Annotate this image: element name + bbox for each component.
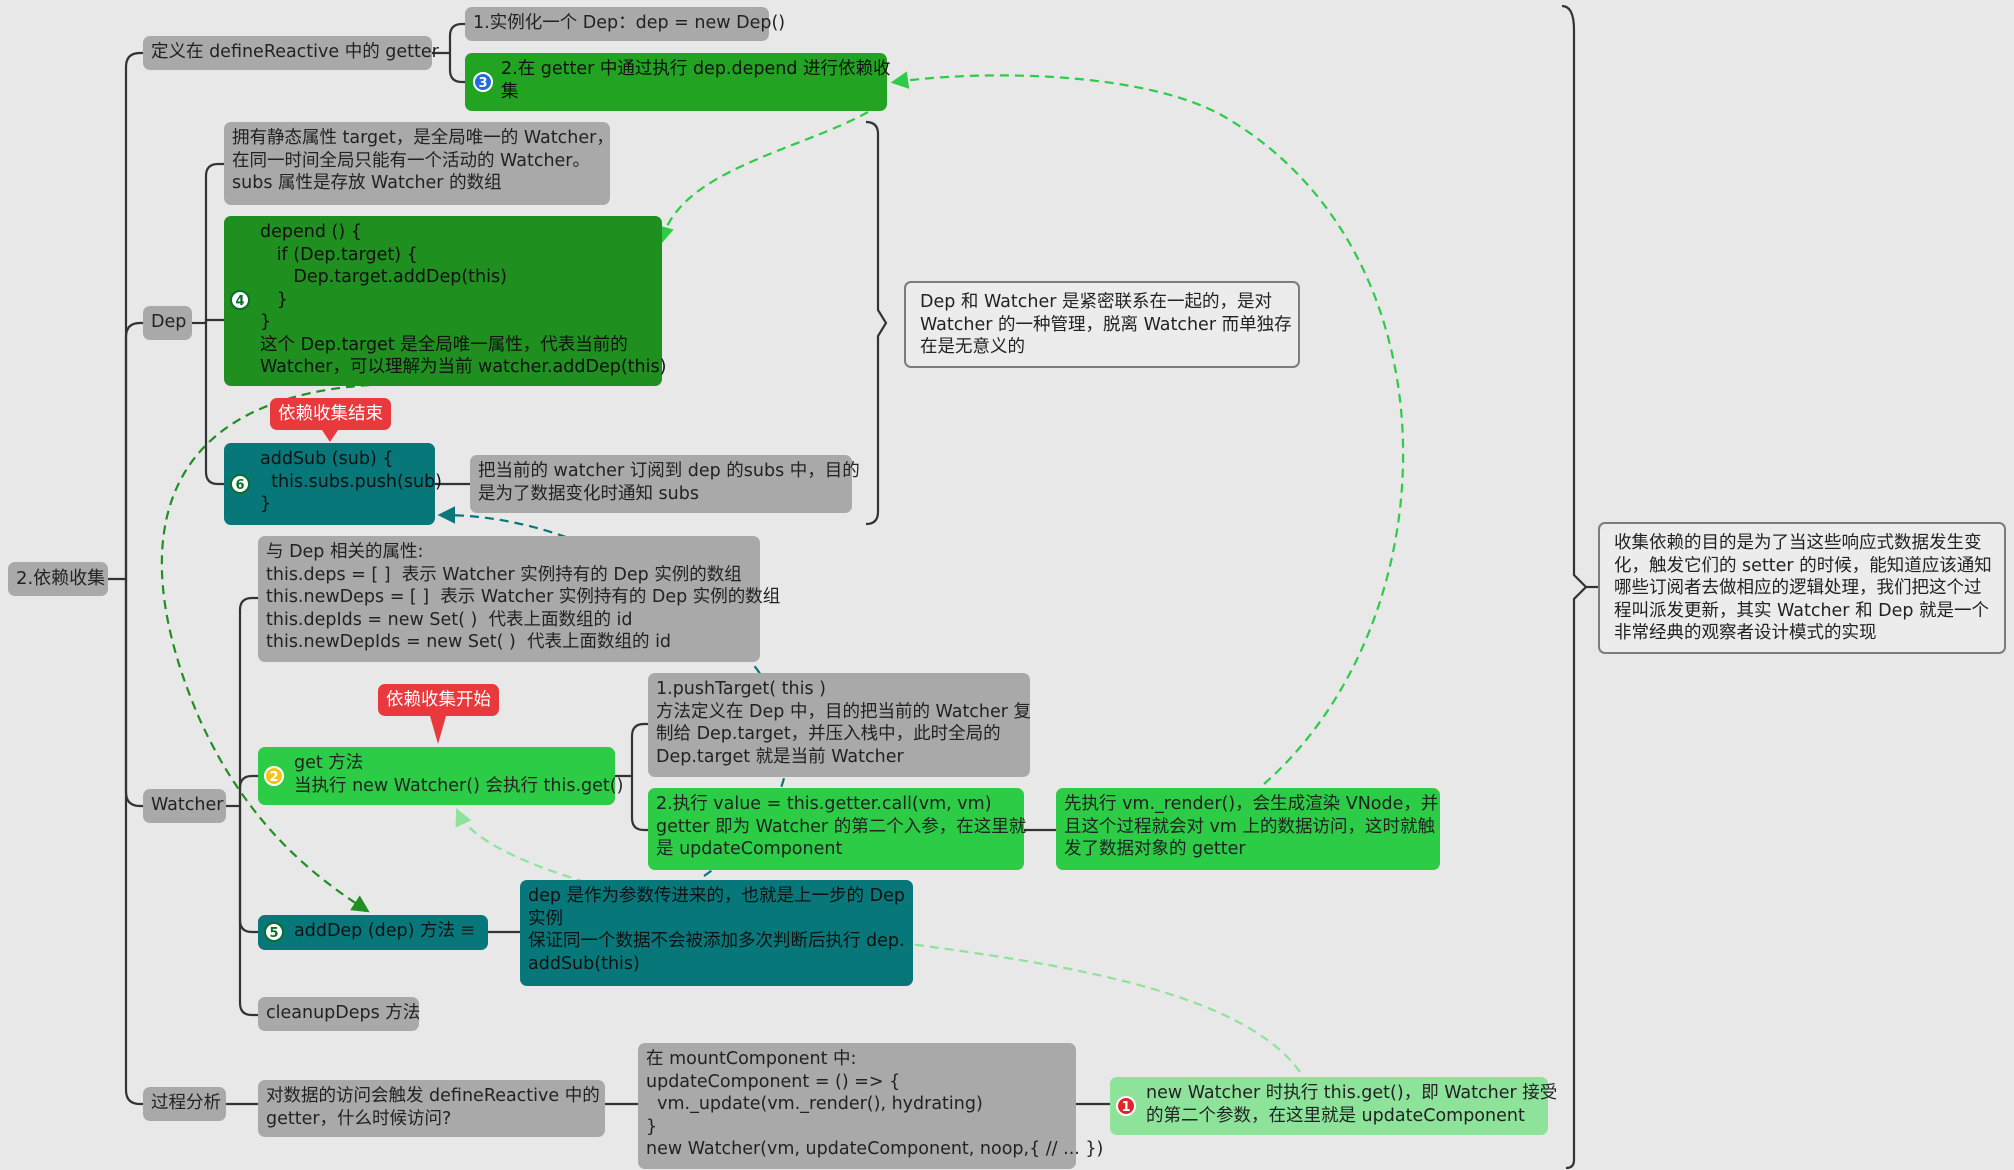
getter-child-depend[interactable]: 3 2.在 getter 中通过执行 dep.depend 进行依赖收 集 (465, 53, 891, 111)
root-label: 2.依赖收集 (16, 568, 106, 589)
watcher-push-target[interactable]: 1.pushTarget( this ) 方法定义在 Dep 中，目的把当前的 … (648, 673, 1032, 777)
step-badge: 1 (1116, 1096, 1136, 1116)
process-mount-text: 在 mountComponent 中: updateComponent = ()… (646, 1049, 1104, 1159)
process-access-text: 对数据的访问会触发 defineReactive 中的 getter，什么时候访… (266, 1086, 600, 1129)
step-badge: 2 (264, 766, 284, 786)
step-badge: 4 (230, 290, 250, 310)
root-node[interactable]: 2.依赖收集 (8, 562, 108, 596)
step-badge: 3 (473, 72, 493, 92)
watcher-props-text: 与 Dep 相关的属性: this.deps = [ ] 表示 Watcher … (266, 542, 781, 652)
branch-watcher-label: Watcher (151, 795, 224, 815)
dep-addsub-code[interactable]: 6 addSub (sub) { this.subs.push(sub) } (224, 443, 442, 525)
process-new-watcher-text: new Watcher 时执行 this.get()，即 Watcher 接受 … (1146, 1083, 1558, 1126)
overall-summary-text: 收集依赖的目的是为了当这些响应式数据发生变 化，触发它们的 setter 的时候… (1614, 533, 1992, 643)
dep-depend-code[interactable]: 4 depend () { if (Dep.target) { Dep.targ… (224, 216, 667, 386)
watcher-adddep-text: addDep (dep) 方法 (294, 921, 456, 941)
end-callout: 依赖收集结束 (270, 398, 391, 430)
watcher-exec-value[interactable]: 2.执行 value = this.getter.call(vm, vm) ge… (648, 788, 1027, 870)
start-callout: 依赖收集开始 (378, 684, 499, 716)
overall-summary-note[interactable]: 收集依赖的目的是为了当这些响应式数据发生变 化，触发它们的 setter 的时候… (1598, 522, 2006, 654)
watcher-props[interactable]: 与 Dep 相关的属性: this.deps = [ ] 表示 Watcher … (258, 536, 781, 662)
watcher-cleanup[interactable]: cleanupDeps 方法 (258, 997, 421, 1031)
getter-child-depend-text: 2.在 getter 中通过执行 dep.depend 进行依赖收 集 (501, 59, 891, 102)
dep-depend-code-text: depend () { if (Dep.target) { Dep.target… (260, 222, 667, 377)
watcher-push-target-text: 1.pushTarget( this ) 方法定义在 Dep 中，目的把当前的 … (656, 679, 1032, 767)
watcher-get-method[interactable]: 2 get 方法 当执行 new Watcher() 会执行 this.get(… (258, 747, 624, 805)
watcher-render-desc[interactable]: 先执行 vm._render()，会生成渲染 VNode，并 且这个过程就会对 … (1056, 788, 1440, 870)
watcher-adddep-desc[interactable]: dep 是作为参数传进来的，也就是上一步的 Dep 实例 保证同一个数据不会被添… (520, 880, 913, 986)
dep-addsub-code-text: addSub (sub) { this.subs.push(sub) } (260, 449, 442, 514)
watcher-adddep-desc-text: dep 是作为参数传进来的，也就是上一步的 Dep 实例 保证同一个数据不会被添… (528, 886, 905, 974)
branch-process[interactable]: 过程分析 (143, 1087, 226, 1121)
process-new-watcher[interactable]: 1 new Watcher 时执行 this.get()，即 Watcher 接… (1110, 1077, 1558, 1135)
branch-dep-label: Dep (151, 312, 187, 332)
notes-icon[interactable]: ≡ (460, 920, 476, 941)
dep-static-desc[interactable]: 拥有静态属性 target，是全局唯一的 Watcher， 在同一时间全局只能有… (224, 122, 614, 205)
process-access[interactable]: 对数据的访问会触发 defineReactive 中的 getter，什么时候访… (258, 1080, 605, 1137)
watcher-exec-value-text: 2.执行 value = this.getter.call(vm, vm) ge… (656, 794, 1027, 859)
watcher-cleanup-text: cleanupDeps 方法 (266, 1003, 421, 1023)
dep-summary-note-text: Dep 和 Watcher 是紧密联系在一起的，是对 Watcher 的一种管理… (920, 292, 1292, 357)
dep-summary-note[interactable]: Dep 和 Watcher 是紧密联系在一起的，是对 Watcher 的一种管理… (904, 281, 1300, 368)
branch-dep[interactable]: Dep (143, 306, 192, 340)
step-badge: 6 (230, 474, 250, 494)
watcher-render-desc-text: 先执行 vm._render()，会生成渲染 VNode，并 且这个过程就会对 … (1064, 794, 1439, 859)
branch-watcher[interactable]: Watcher (143, 789, 226, 823)
watcher-get-method-text: get 方法 当执行 new Watcher() 会执行 this.get() (294, 753, 624, 796)
dep-addsub-desc-text: 把当前的 watcher 订阅到 dep 的subs 中，目的 是为了数据变化时… (478, 461, 860, 504)
step-badge: 5 (264, 922, 284, 942)
dep-static-desc-text: 拥有静态属性 target，是全局唯一的 Watcher， 在同一时间全局只能有… (232, 128, 614, 193)
branch-process-label: 过程分析 (151, 1093, 221, 1113)
branch-getter[interactable]: 定义在 defineReactive 中的 getter (143, 36, 439, 70)
watcher-adddep[interactable]: 5 addDep (dep) 方法 ≡ (258, 915, 488, 950)
branch-getter-label: 定义在 defineReactive 中的 getter (151, 42, 439, 62)
process-mount[interactable]: 在 mountComponent 中: updateComponent = ()… (638, 1043, 1104, 1169)
dep-addsub-desc[interactable]: 把当前的 watcher 订阅到 dep 的subs 中，目的 是为了数据变化时… (470, 455, 860, 513)
getter-child-new-dep-text: 1.实例化一个 Dep：dep = new Dep() (473, 13, 786, 33)
getter-child-new-dep[interactable]: 1.实例化一个 Dep：dep = new Dep() (465, 7, 786, 41)
